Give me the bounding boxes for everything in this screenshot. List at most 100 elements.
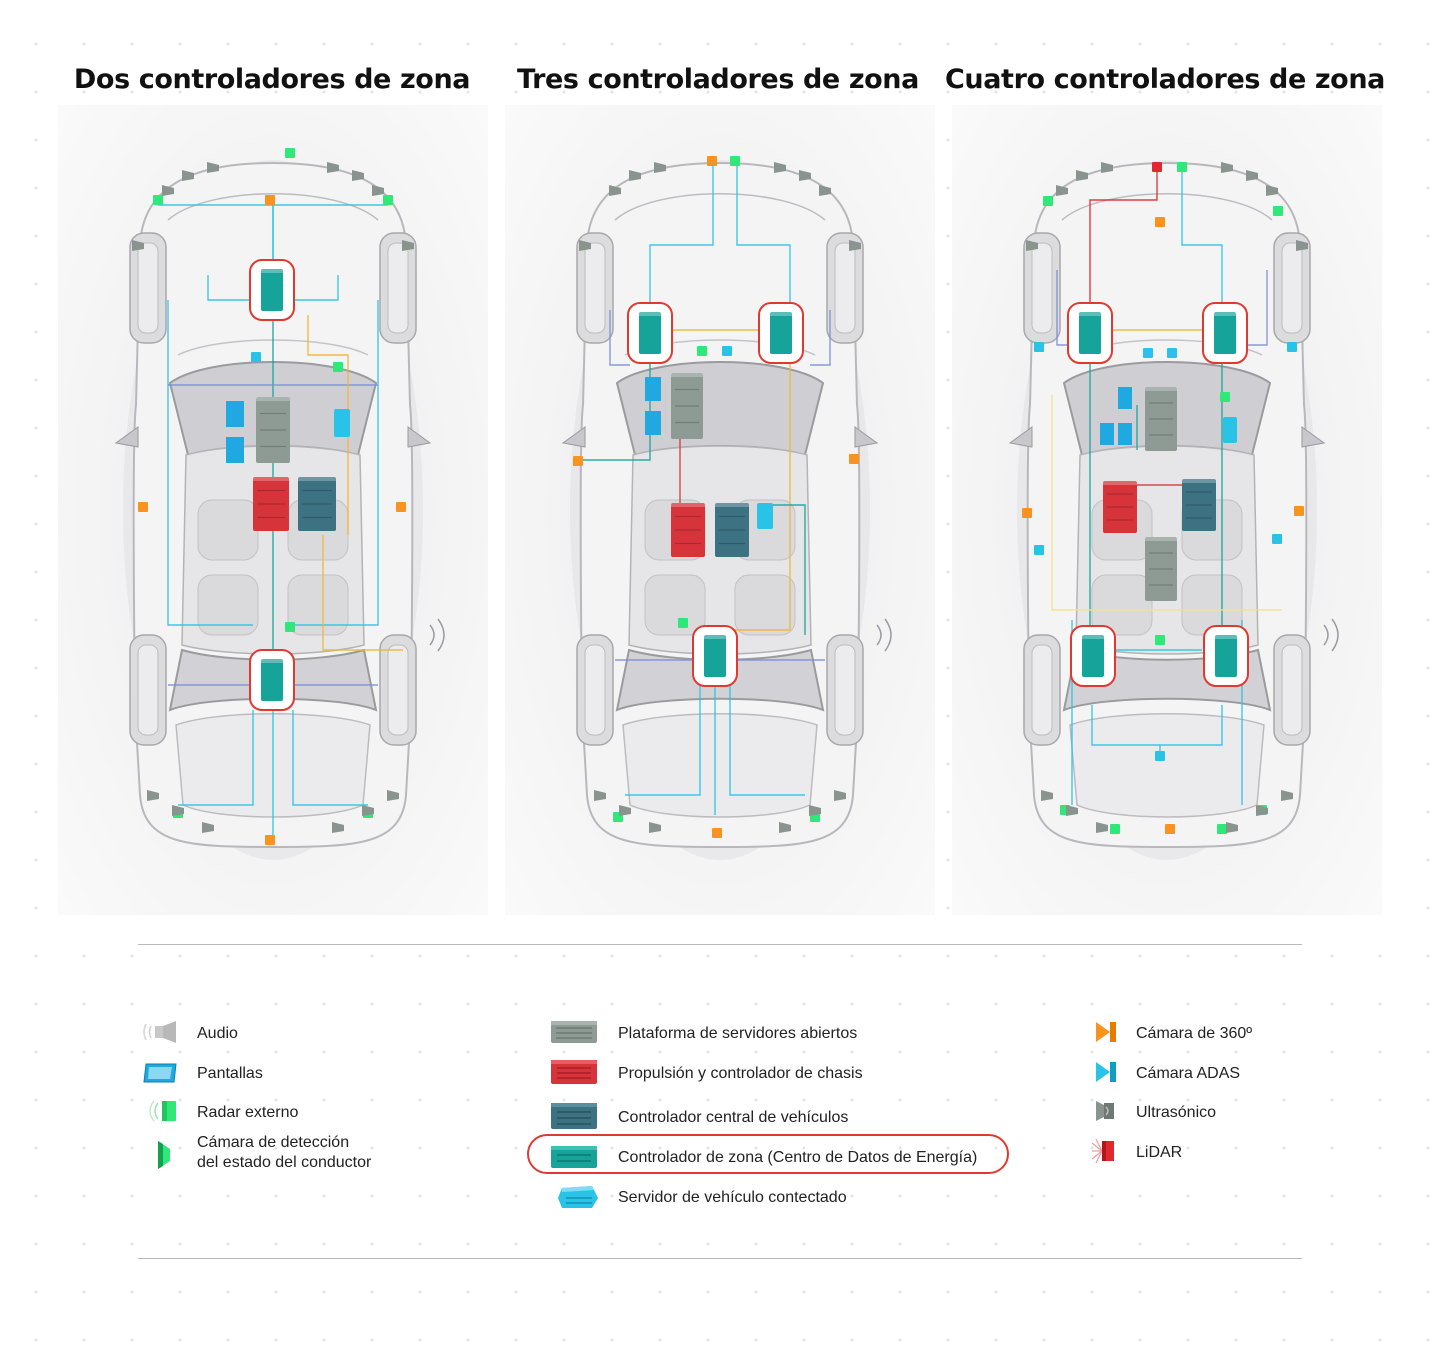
ultrasonic-sensor [774,162,786,173]
camera-360 [1294,506,1304,516]
camera-360 [712,828,722,838]
central-controller [1182,479,1216,531]
ultrasonic-sensor [1226,822,1238,833]
zone-controller-icon [551,1146,597,1168]
camera-360 [1022,508,1032,518]
title-three-zone-controllers: Tres controladores de zona [517,64,919,95]
wire [736,165,791,305]
powertrain-icon [551,1060,597,1084]
wire [272,204,388,290]
title-four-zone-controllers: Cuatro controladores de zona [945,64,1385,95]
legend-label: Controlador central de vehículos [618,1109,849,1126]
divider-bottom [138,1258,1302,1259]
ultrasonic-sensor [1041,790,1053,801]
radar-sensor [1110,824,1120,834]
ultrasonic-sensor [849,240,861,251]
wire [720,335,791,631]
camera-adas [722,346,732,356]
wire [322,535,403,651]
legend-label: Plataforma de servidores abiertos [618,1025,858,1042]
ultrasonic-sensor [654,162,666,173]
zone-controller [627,302,673,364]
panel-four-zones [952,105,1382,915]
ultrasonic-sensor [1066,805,1078,816]
radar-sensor [1217,824,1227,834]
legend-label: Pantallas [197,1065,263,1082]
ultrasonic-sensor [779,822,791,833]
legend-label: Radar externo [197,1104,299,1121]
wire [293,300,379,626]
car-diagram-four-zones [1008,160,1339,860]
zone-controller [249,649,295,711]
driver-camera-icon [158,1141,170,1169]
camera-360 [396,502,406,512]
radar-sensor [730,156,740,166]
ultrasonic-sensor [629,170,641,181]
ultrasonic-sensor [1221,162,1233,173]
wire [1091,705,1160,746]
zone-controller [249,259,295,321]
camera-360 [265,195,275,205]
wire [609,310,630,366]
powertrain-controller [671,503,705,557]
ultrasonic-sensor [1101,162,1113,173]
camera-360-icon [1096,1022,1116,1042]
server-platform [671,373,703,439]
wire [1181,167,1223,305]
camera-360 [1155,217,1165,227]
wire [580,335,651,461]
powertrain-controller [253,477,289,531]
car-diagram-three-zones [561,156,892,860]
wire [1159,705,1223,755]
ultrasonic-sensor [162,185,174,196]
connected-server [1223,417,1237,443]
legend-label: Audio [197,1025,238,1042]
ultrasonic-sensor [362,805,374,816]
legend-label-line2: del estado del conductor [197,1154,372,1171]
ultrasonic-sensor [327,162,339,173]
ultrasonic-sensor [402,240,414,251]
zone-controller [692,625,738,687]
connected-server [757,503,773,529]
radar-sensor [285,622,295,632]
ultrasonic-sensor [172,805,184,816]
camera-adas [1272,534,1282,544]
display-icon [143,1063,177,1083]
driver-camera [333,362,343,372]
camera-360 [265,835,275,845]
connected-server [334,409,350,437]
camera-adas [1143,348,1153,358]
legend-label: Cámara de 360º [1136,1025,1253,1042]
wire [1051,395,1282,611]
zone-controller-highlight [527,1134,1009,1174]
zone-controller [1067,302,1113,364]
ultrasonic-sensor [609,185,621,196]
display [645,377,661,401]
ultrasonic-sensor [332,822,344,833]
panel-three-zones [505,105,935,915]
radar-sensor [383,195,393,205]
zone-controller [1202,302,1248,364]
ultrasonic-sensor [834,790,846,801]
wire [1089,167,1158,305]
driver-camera [1220,392,1230,402]
camera-adas [1287,342,1297,352]
ultrasonic-sensor [1096,822,1108,833]
wire [625,685,701,796]
ultrasonic-sensor [132,240,144,251]
radar-icon [149,1100,176,1122]
divider-top [138,944,1302,945]
wire [649,165,714,305]
ultrasonic-sensor [387,790,399,801]
wire [810,310,831,366]
ultrasonic-sensor [649,822,661,833]
camera-360 [138,502,148,512]
wire [167,300,253,626]
display [645,411,661,435]
radar-sensor [285,148,295,158]
car-body [1008,160,1326,860]
radar-sensor [1155,635,1165,645]
audio-speaker [1323,618,1339,652]
ultrasonic-sensor [799,170,811,181]
ultrasonic-sensor [594,790,606,801]
